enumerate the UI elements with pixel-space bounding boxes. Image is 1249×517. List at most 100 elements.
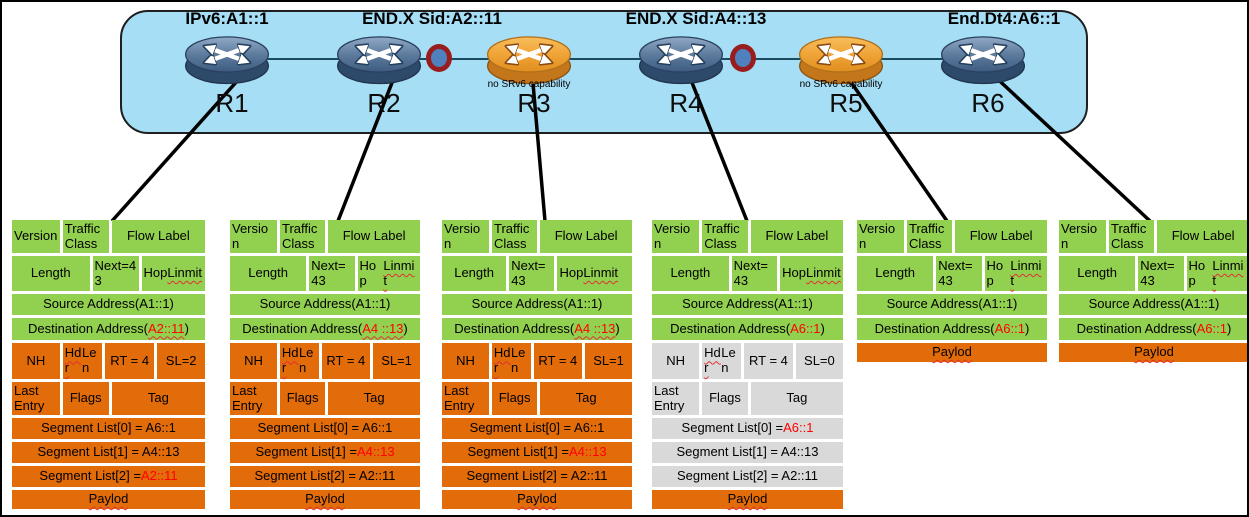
field-text: Destination Address( <box>454 320 575 336</box>
last-entry-field: Last Entry <box>442 382 489 415</box>
last-entry-field: Last Entry <box>12 382 60 415</box>
field-text: Source Address(A1::1) <box>259 296 391 312</box>
field-text: Flags <box>709 390 741 406</box>
field-text: Next=43 <box>94 257 137 288</box>
table-row: Source Address(A1::1) <box>230 294 420 315</box>
table-row: Segment List[0] = A6::1 <box>230 418 420 439</box>
segment-list-1-a4-13-field: Segment List[1] = A4::13 <box>442 442 632 463</box>
version-field: Version <box>442 220 489 253</box>
field-text: A6::1 <box>783 420 814 436</box>
last-entry-field: Last Entry <box>230 382 277 415</box>
field-text: Length <box>670 265 711 281</box>
paylod-field: Paylod <box>857 343 1047 362</box>
field-text: NH <box>456 352 475 368</box>
node-caption-r1: IPv6:A1::1 <box>185 9 269 28</box>
tag-field: Tag <box>111 382 205 415</box>
field-text: Version <box>859 220 896 251</box>
field-text: Hdr <box>493 345 511 375</box>
field-text: RT = 4 <box>110 352 150 368</box>
table-row: Segment List[1] = A4::13 <box>12 442 205 463</box>
hop-linmit-field: Hop Linmit <box>557 256 632 291</box>
field-text: Flow Label <box>126 228 190 244</box>
field-text: A4::13 <box>568 444 607 460</box>
hop-linmit-field: Hop Linmit <box>141 256 205 291</box>
field-text: Segment List[0] = <box>681 420 784 436</box>
field-text: Destination Address( <box>1076 320 1197 336</box>
field-text: Segment List[1] = <box>255 444 357 460</box>
field-text: Destination Address( <box>874 320 995 336</box>
field-text: Source Address(A1::1) <box>682 296 813 312</box>
rt-4-field: RT = 4 <box>104 343 155 379</box>
field-text: ) <box>615 320 620 336</box>
rt-4-field: RT = 4 <box>533 343 583 379</box>
field-text: SL=1 <box>593 352 624 368</box>
field-text: A6::1 <box>790 320 821 336</box>
field-text: Flow Label <box>765 228 829 244</box>
table-row: Destination Address(A6::1) <box>1059 318 1247 340</box>
table-row: Source Address(A1::1) <box>857 294 1047 315</box>
table-row: Source Address(A1::1) <box>1059 294 1247 315</box>
traffic-class-field: Traffic Class <box>702 220 748 253</box>
table-row: Segment List[0] = A6::1 <box>12 418 205 439</box>
hdr-len-field: Hdr Len <box>702 343 742 379</box>
field-text: Segment List[2] = <box>39 468 141 484</box>
nh-field: NH <box>442 343 489 379</box>
destination-address-a6-1-field: Destination Address(A6::1) <box>857 318 1047 340</box>
field-text: Version <box>1061 220 1098 251</box>
router-name-label: R2 <box>367 88 401 118</box>
field-text: A2::11 <box>140 468 178 484</box>
field-text: Version <box>232 220 269 251</box>
field-text: A4::13 <box>356 444 395 460</box>
router-icon-r1 <box>183 30 271 86</box>
node-caption-r6: End.Dt4:A6::1 <box>947 9 1061 28</box>
table-row: Last Entry Flags Tag <box>12 382 205 415</box>
no-srv6-capability-label: no SRv6 capability <box>799 79 883 90</box>
table-row: Segment List[0] = A6::1 <box>442 418 632 439</box>
table-row: Segment List[1] = A4::13 <box>652 442 843 463</box>
segment-list-1-a4-13-field: Segment List[1] = A4::13 <box>230 442 420 463</box>
segment-list-1-a4-13-field: Segment List[1] = A4::13 <box>12 442 205 463</box>
table-row: Segment List[2] = A2::11 <box>652 466 843 487</box>
field-text: Traffic Class <box>64 220 101 251</box>
field-text: Source Address(A1::1) <box>1088 296 1220 312</box>
field-text: Last Entry <box>14 382 45 413</box>
node-caption-r4: END.X Sid:A4::13 <box>625 9 767 28</box>
field-text: A4 ::13 <box>362 320 404 336</box>
router-icon-r2 <box>335 30 423 86</box>
source-address-a1-1-field: Source Address(A1::1) <box>652 294 843 315</box>
field-text: Segment List[0] = A6::1 <box>257 420 393 436</box>
field-text: Len <box>82 345 97 375</box>
sl-1-field: SL=1 <box>373 343 421 379</box>
field-text: Flags <box>69 390 102 406</box>
field-text: Source Address(A1::1) <box>471 296 603 312</box>
source-address-a1-1-field: Source Address(A1::1) <box>442 294 632 315</box>
node-caption-r2: END.X Sid:A2::11 <box>362 9 502 28</box>
hop-linmit-field: Hop Linmit <box>984 256 1047 291</box>
field-text: Destination Address( <box>670 320 791 336</box>
field-text: Length <box>30 265 71 281</box>
router-name-label: R5 <box>829 88 863 118</box>
rt-4-field: RT = 4 <box>744 343 793 379</box>
field-text: SL=1 <box>381 352 412 368</box>
next-43-field: Next=43 <box>936 256 982 291</box>
tag-field: Tag <box>328 382 420 415</box>
sl-1-field: SL=1 <box>585 343 633 379</box>
field-text: Segment List[2] = A2::11 <box>254 468 396 484</box>
hdr-len-field: Hdr Len <box>279 343 319 379</box>
table-row: Destination Address(A4 ::13) <box>442 318 632 340</box>
table-row: Destination Address(A6::1) <box>652 318 843 340</box>
table-row: Destination Address(A2::11) <box>12 318 205 340</box>
field-text: Paylod <box>305 491 345 507</box>
table-row: Source Address(A1::1) <box>652 294 843 315</box>
segment-list-0-a6-1-field: Segment List[0] = A6::1 <box>652 418 843 439</box>
router-name-label: R4 <box>669 88 703 118</box>
router-icon-r5 <box>797 30 885 86</box>
